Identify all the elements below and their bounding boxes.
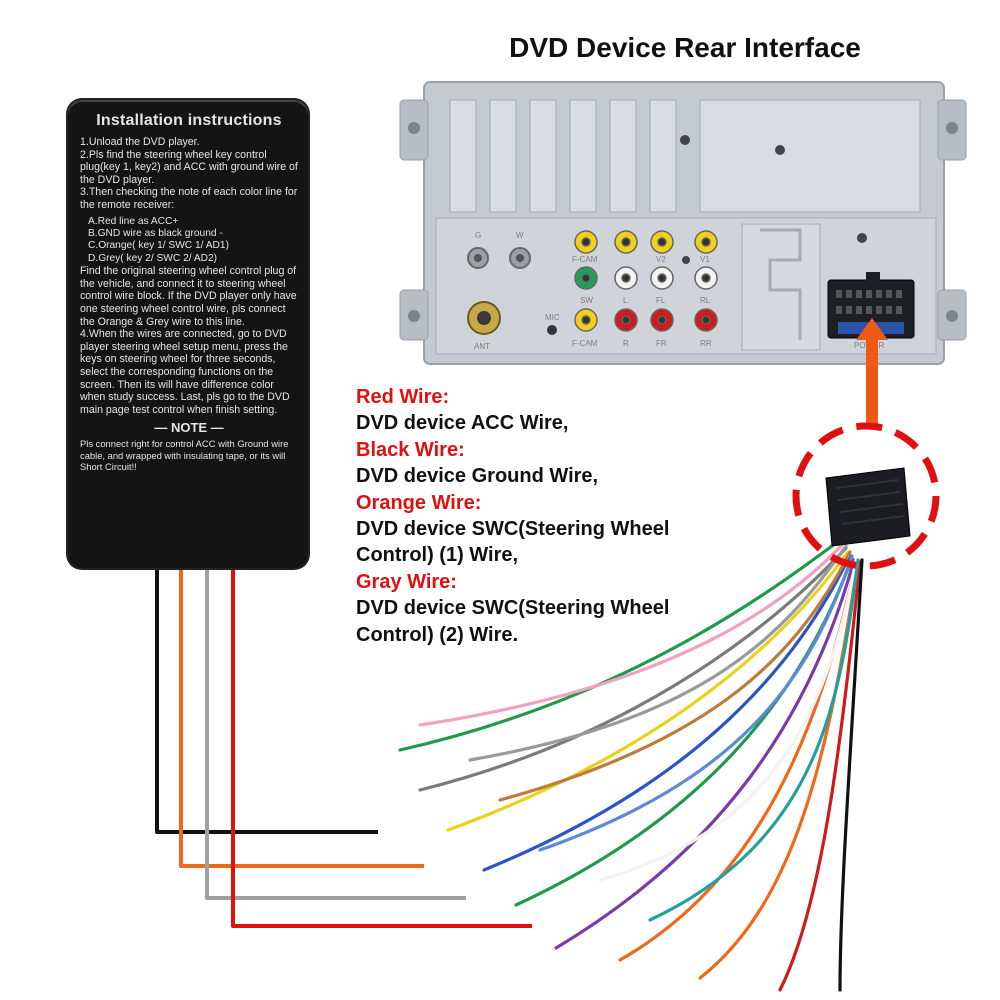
instruction-sub-item: B.GND wire as black ground - [88, 227, 223, 239]
label-v1: V1 [700, 255, 710, 264]
wire-label-red: Red Wire: [356, 386, 450, 408]
label-sw: SW [580, 296, 593, 305]
installation-instructions: Installation instructions 1.Unload the D… [80, 112, 298, 473]
instruction-sub-item: C.Orange( key 1/ SWC 1/ AD1) [88, 240, 229, 252]
wire-desc-black: DVD device Ground Wire, [356, 465, 599, 488]
wire-desc-orange: DVD device SWC(Steering Wheel Control) (… [356, 518, 670, 567]
rca-row-3 [574, 308, 718, 332]
control-box-wires [155, 560, 532, 928]
instruction-step: 4.When the wires are connected, go to DV… [80, 328, 290, 416]
label-r: R [623, 339, 629, 348]
instructions-heading: Installation instructions [96, 112, 282, 129]
label-ant: ANT [474, 342, 490, 351]
label-fl: FL [656, 296, 666, 305]
steering-wheel-control-box [68, 100, 308, 568]
wire-desc-red: DVD device ACC Wire, [356, 412, 569, 435]
instruction-step: 3.Then checking the note of each color l… [80, 186, 298, 211]
label-fcam-bottom: F-CAM [572, 339, 598, 348]
mic-connector [547, 325, 557, 335]
black-wire [155, 560, 378, 834]
orange-wire [179, 560, 424, 868]
label-gps: G [475, 231, 481, 240]
wire-label-gray: Gray Wire: [356, 570, 457, 593]
rca-row-2 [574, 266, 718, 290]
label-fr: FR [656, 339, 667, 348]
instruction-sub-item: D.Grey( key 2/ SWC 2/ AD2) [88, 252, 218, 264]
wire-desc-gray: DVD device SWC(Steering Wheel Control) (… [356, 597, 670, 646]
arrow-to-power-connector [856, 318, 888, 428]
gray-wire [205, 560, 466, 900]
wire-legend: Red Wire: DVD device ACC Wire, Black Wir… [356, 384, 686, 648]
note-text: Pls connect right for control ACC with G… [80, 438, 289, 473]
note-heading-text: NOTE [170, 420, 208, 436]
instruction-step: 1.Unload the DVD player. [80, 136, 200, 148]
wire-label-black: Black Wire: [356, 438, 465, 461]
dvd-device-rear-panel: G W ANT MIC F-CAM SW F-CAM L R FL FR RL … [399, 81, 967, 365]
instruction-step: Find the original steering wheel control… [80, 265, 297, 328]
harness-connector [825, 467, 911, 547]
note-heading: — NOTE — [154, 420, 224, 436]
wiring-harness [398, 538, 864, 992]
red-wire [231, 560, 532, 928]
label-l: L [623, 296, 628, 305]
label-v2: V2 [656, 255, 666, 264]
rca-row-1 [574, 230, 718, 254]
instruction-sub-item: A.Red line as ACC+ [88, 215, 179, 227]
highlight-circle [792, 422, 940, 570]
label-rr: RR [700, 339, 712, 348]
diagram-title: DVD Device Rear Interface [509, 32, 861, 63]
instruction-step: 2.Pls find the steering wheel key contro… [80, 148, 298, 186]
wire-label-orange: Orange Wire: [356, 491, 482, 514]
label-wifi: W [516, 231, 524, 240]
label-fcam-top: F-CAM [572, 255, 598, 264]
label-mic: MIC [545, 313, 560, 322]
label-rl: RL [700, 296, 711, 305]
